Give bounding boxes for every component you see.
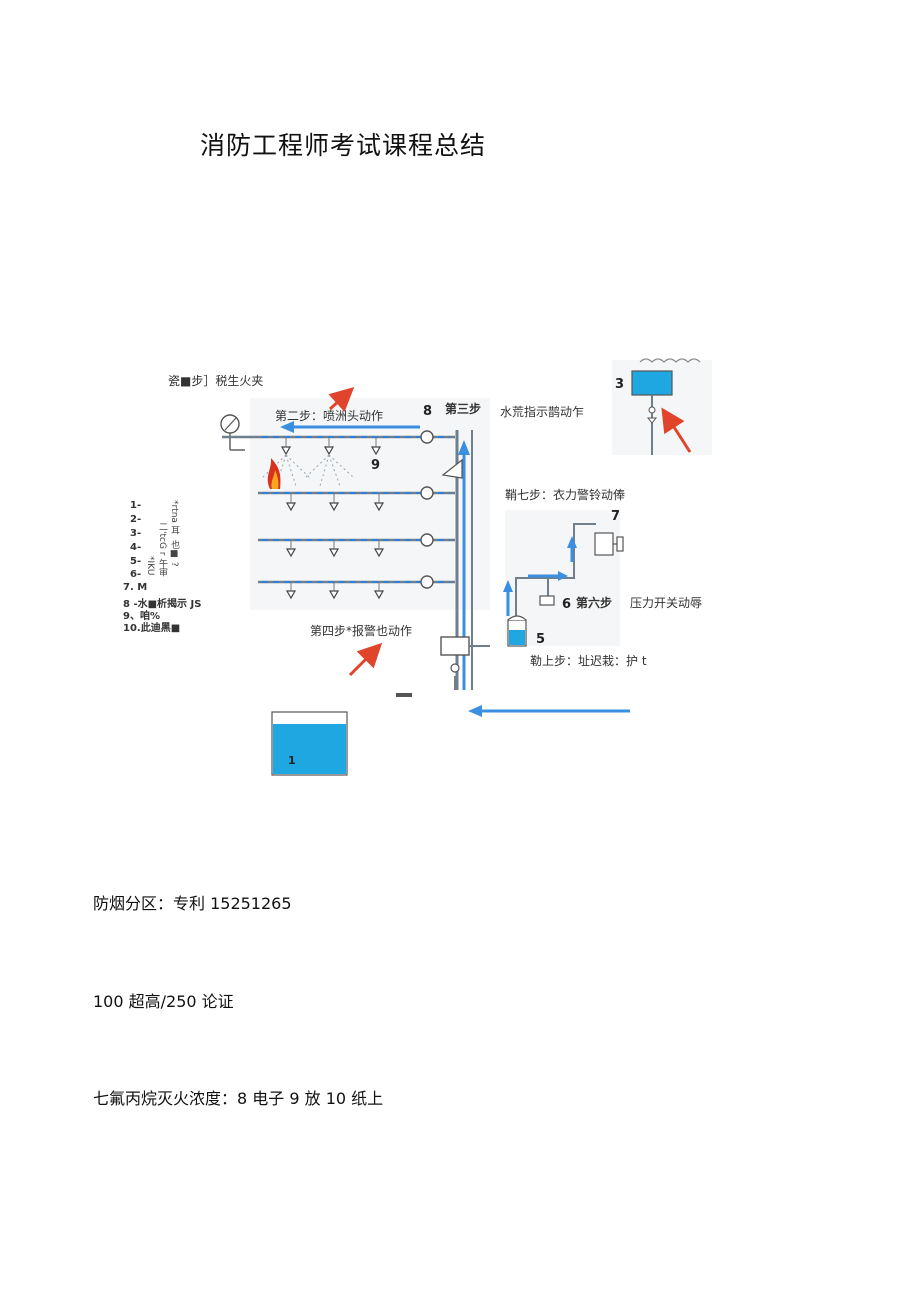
component-number-6: 6 xyxy=(562,597,572,612)
step2-label: 第二步：喷洲头动作 xyxy=(275,409,384,423)
legend-vertical-text: 二'tcG r 午审 xyxy=(157,522,167,577)
component-number-1: 1 xyxy=(288,754,296,767)
pressure-switch xyxy=(539,595,555,606)
step7-label: 鞘七步：衣力警铃动俸 xyxy=(505,488,626,502)
water-pool xyxy=(271,711,348,776)
step6-label: 第六步 xyxy=(576,596,613,610)
alarm-line-pipe xyxy=(515,523,596,620)
retarding-chamber xyxy=(507,615,527,647)
diagram-drawing xyxy=(220,358,701,776)
step6-text: 压力开关动辱 xyxy=(630,596,703,610)
step5-label: 勒上步：址迟栽：护 t xyxy=(530,654,647,668)
component-number-3: 3 xyxy=(615,377,625,392)
water-spray xyxy=(261,454,355,487)
component-number-9: 9 xyxy=(371,458,381,473)
legend-item: 3- xyxy=(130,528,142,539)
legend-item: 6- xyxy=(130,569,142,580)
legend-vertical-text: 也■ ? xyxy=(169,540,179,567)
control-valves xyxy=(420,430,434,589)
legend-item: 4- xyxy=(130,542,142,553)
legend-vertical-text: *IKU xyxy=(145,556,155,576)
component-number-8: 8 xyxy=(423,404,433,419)
pipe-stub xyxy=(396,693,412,697)
legend-item: 2- xyxy=(130,514,142,525)
legend-item: 8 -水■析揭示 JS xyxy=(123,599,202,610)
legend-item: 5- xyxy=(130,556,142,567)
water-flow-indicator xyxy=(441,458,463,479)
text-line-heptafluoropropane: 七氟丙烷灭火浓度：8 电子 9 放 10 纸上 xyxy=(93,1089,384,1108)
elevated-water-tank xyxy=(631,358,701,455)
step3-label: 第三步 xyxy=(445,402,482,416)
legend-item: 10.此迪黑■ xyxy=(123,623,181,634)
text-line-height-limit: 100 超高/250 论证 xyxy=(93,992,234,1011)
step1-label: 瓷■步］税生火夹 xyxy=(168,374,264,388)
sprinkler-panel xyxy=(250,398,490,610)
legend-item: 7. M xyxy=(123,582,148,593)
step4-label: 第四步*报警也动作 xyxy=(310,624,413,638)
water-flow-lines xyxy=(262,436,450,583)
legend-vertical-text: *rtna 耳 xyxy=(169,500,179,535)
step3-text: 水荒指示鹊动乍 xyxy=(500,405,585,419)
legend-item: 9、咱% xyxy=(123,611,160,622)
alarm-valve xyxy=(440,636,470,656)
legend-item: 1- xyxy=(130,500,142,511)
component-number-7: 7 xyxy=(611,509,621,524)
pressure-gauge-icon xyxy=(220,414,245,451)
fire-icon xyxy=(267,458,281,489)
alarm-bell-icon xyxy=(594,532,624,556)
page-title: 消防工程师考试课程总结 xyxy=(200,131,487,160)
text-line-smoke-zone: 防烟分区：专利 15251265 xyxy=(93,894,292,913)
red-pointer-arrows xyxy=(328,386,692,677)
component-number-5: 5 xyxy=(536,632,546,647)
